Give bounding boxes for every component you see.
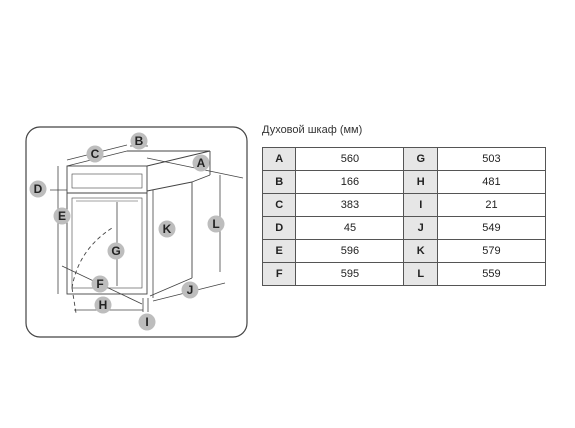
dimension-key: D bbox=[261, 216, 297, 240]
dimension-value: 560 bbox=[295, 147, 405, 171]
dimension-key: A bbox=[261, 147, 297, 171]
badge-label: F bbox=[96, 277, 103, 291]
table-row: D 45 J 549 bbox=[261, 216, 547, 240]
badge-label: J bbox=[187, 283, 194, 297]
dimension-value: 595 bbox=[295, 262, 405, 286]
badge-H: H bbox=[94, 296, 112, 314]
badge-B: B bbox=[130, 132, 148, 150]
dimension-value: 503 bbox=[436, 147, 547, 171]
badge-label: C bbox=[91, 147, 100, 161]
dimension-key: F bbox=[261, 262, 297, 286]
badge-F: F bbox=[91, 275, 109, 293]
dimension-value: 559 bbox=[436, 262, 547, 286]
dimension-key: K bbox=[403, 239, 438, 263]
dimension-value: 21 bbox=[436, 193, 547, 217]
badge-C: C bbox=[86, 145, 104, 163]
dimension-key: B bbox=[261, 170, 297, 194]
dimension-value: 579 bbox=[436, 239, 547, 263]
dimension-key: E bbox=[261, 239, 297, 263]
table-caption: Духовой шкаф (мм) bbox=[262, 124, 363, 136]
badge-G: G bbox=[107, 242, 125, 260]
badge-A: A bbox=[192, 154, 210, 172]
dimension-value: 166 bbox=[295, 170, 405, 194]
dimension-value: 45 bbox=[295, 216, 405, 240]
table-row: B 166 H 481 bbox=[261, 170, 547, 194]
badge-E: E bbox=[53, 207, 71, 225]
dimension-key: C bbox=[261, 193, 297, 217]
table-row: F 595 L 559 bbox=[261, 262, 547, 286]
dimension-key: H bbox=[403, 170, 438, 194]
dimension-key: G bbox=[403, 147, 438, 171]
table-row: C 383 I 21 bbox=[261, 193, 547, 217]
badge-L: L bbox=[207, 215, 225, 233]
badge-label: L bbox=[212, 217, 219, 231]
oven-dimension-diagram: A B C D E F G H I J K L bbox=[25, 126, 248, 338]
badge-K: K bbox=[158, 220, 176, 238]
badge-label: I bbox=[145, 315, 148, 329]
dimension-value: 596 bbox=[295, 239, 405, 263]
badge-label: G bbox=[111, 244, 120, 258]
table-row: A 560 G 503 bbox=[261, 147, 547, 171]
dimension-key: I bbox=[403, 193, 438, 217]
dimensions-table: A 560 G 503 B 166 H 481 C 383 I 21 D 45 … bbox=[261, 147, 547, 286]
badge-label: K bbox=[163, 222, 172, 236]
badge-label: D bbox=[34, 182, 43, 196]
dimension-value: 481 bbox=[436, 170, 547, 194]
badge-J: J bbox=[181, 281, 199, 299]
badge-label: E bbox=[58, 209, 66, 223]
dimension-key: L bbox=[403, 262, 438, 286]
oven-drawing bbox=[66, 150, 211, 314]
badge-D: D bbox=[29, 180, 47, 198]
dimension-value: 549 bbox=[436, 216, 547, 240]
dimension-value: 383 bbox=[295, 193, 405, 217]
dimension-key: J bbox=[403, 216, 438, 240]
badge-I: I bbox=[138, 313, 156, 331]
badge-label: H bbox=[99, 298, 108, 312]
badge-label: B bbox=[135, 134, 144, 148]
badge-label: A bbox=[197, 156, 206, 170]
table-row: E 596 K 579 bbox=[261, 239, 547, 263]
